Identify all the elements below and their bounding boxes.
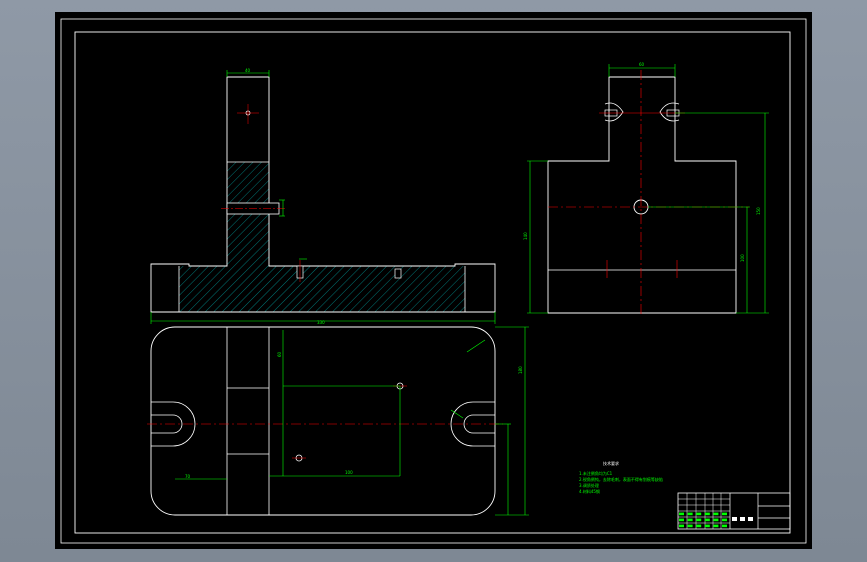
- top-view-leader-slot: [450, 409, 464, 419]
- front-view-dim-bottom: 330: [317, 320, 325, 325]
- title-block-cell-mark: [696, 524, 702, 528]
- title-block-cell-mark: [713, 518, 719, 522]
- side-view-dim-right-inner: 100: [740, 254, 745, 262]
- top-view-u-slot-right-outer: [450, 401, 495, 447]
- title-block-cell-mark: [679, 512, 684, 516]
- side-view-ear-left: [604, 102, 624, 122]
- title-block-cell-mark: [722, 512, 727, 516]
- title-block-cell-mark: [687, 524, 693, 528]
- notes-line-2: 2.锐角倒钝，去除毛刺，表面不得有划痕等缺陷: [579, 476, 663, 482]
- notes-line-3: 3.调质处理: [579, 482, 599, 488]
- title-block-cell-mark: [704, 524, 710, 528]
- top-view-dim-left: 60: [277, 351, 282, 357]
- technical-notes: 技术要求 1.未注倒角均为C1 2.锐角倒钝，去除毛刺，表面不得有划痕等缺陷 3…: [579, 460, 663, 494]
- top-view-dim-right: 180: [518, 366, 523, 374]
- title-block-cell-mark: [696, 518, 702, 522]
- top-view[interactable]: 60 100 70 180: [147, 326, 529, 516]
- title-block-cell-mark: [722, 518, 727, 522]
- title-block-cell-mark: [722, 524, 727, 528]
- title-block-text-marks: [679, 512, 753, 528]
- side-view-ear-right: [659, 102, 680, 122]
- title-block-scale-mark: [740, 517, 745, 521]
- side-view-dim-left: 140: [523, 232, 528, 240]
- title-block-cell-mark: [687, 518, 693, 522]
- top-view-outline: [150, 326, 496, 516]
- top-view-u-slot-right: [463, 414, 495, 434]
- title-block-cell-mark: [704, 512, 710, 516]
- side-view[interactable]: 60 150 100 140: [523, 62, 769, 317]
- side-view-outline: [547, 76, 737, 314]
- inner-frame: [74, 31, 791, 534]
- front-view-slot-right: [394, 268, 402, 279]
- cad-viewport[interactable]: 40 330 60 150 100: [55, 12, 812, 549]
- top-view-dim-bottom-mid: 100: [345, 470, 353, 475]
- title-block-cell-mark: [713, 512, 719, 516]
- notes-line-4: 4.材料45钢: [579, 488, 600, 494]
- title-block-scale-mark: [732, 517, 737, 521]
- top-view-leader-radius: [466, 339, 486, 353]
- notes-heading: 技术要求: [603, 460, 619, 466]
- title-block-scale-mark: [748, 517, 753, 521]
- side-view-dim-top: 60: [639, 62, 645, 67]
- notes-line-1: 1.未注倒角均为C1: [579, 470, 613, 476]
- cad-drawing: 40 330 60 150 100: [60, 18, 807, 544]
- front-view-hatch: [179, 162, 465, 312]
- title-block-cell-mark: [713, 524, 719, 528]
- side-view-dim-right-outer: 150: [756, 207, 761, 215]
- top-view-dim-bottom-left: 70: [185, 474, 191, 479]
- title-block-cell-mark: [687, 512, 693, 516]
- front-view-dim-top: 40: [245, 68, 251, 73]
- front-view[interactable]: 40 330: [150, 68, 496, 325]
- title-block[interactable]: [677, 492, 791, 530]
- title-block-grid: [678, 493, 730, 529]
- top-view-u-slot-left: [151, 414, 183, 434]
- title-block-cell-mark: [696, 512, 702, 516]
- top-view-u-slot-left-outer: [151, 401, 196, 447]
- outer-border: [60, 18, 807, 544]
- title-block-cell-mark: [679, 518, 684, 522]
- title-block-cell-mark: [704, 518, 710, 522]
- title-block-cell-mark: [679, 524, 684, 528]
